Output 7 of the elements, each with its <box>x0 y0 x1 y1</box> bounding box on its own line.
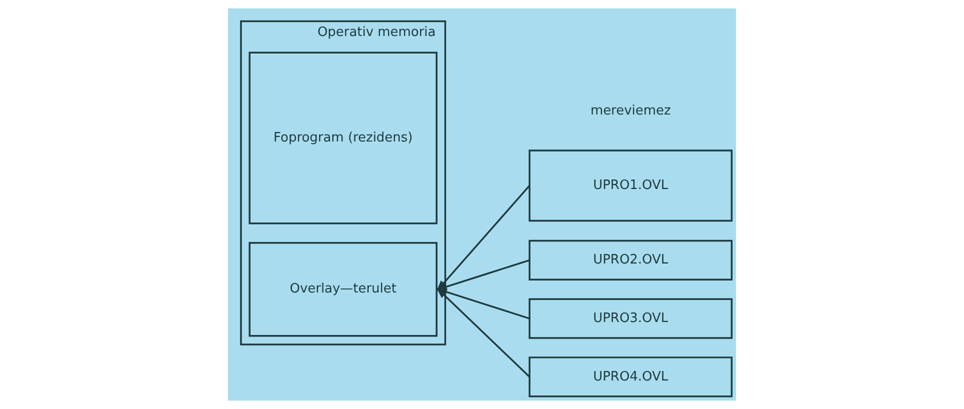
label: mereviemez <box>590 103 671 118</box>
node-box: Foprogram (rezidens) <box>248 52 438 224</box>
node-box: UPRO4.OVL <box>528 356 733 398</box>
node-box: Overlay—terulet <box>248 242 438 337</box>
node-box: UPRO1.OVL <box>528 150 733 222</box>
node-box: UPRO2.OVL <box>528 240 733 280</box>
node-box: UPRO3.OVL <box>528 298 733 339</box>
